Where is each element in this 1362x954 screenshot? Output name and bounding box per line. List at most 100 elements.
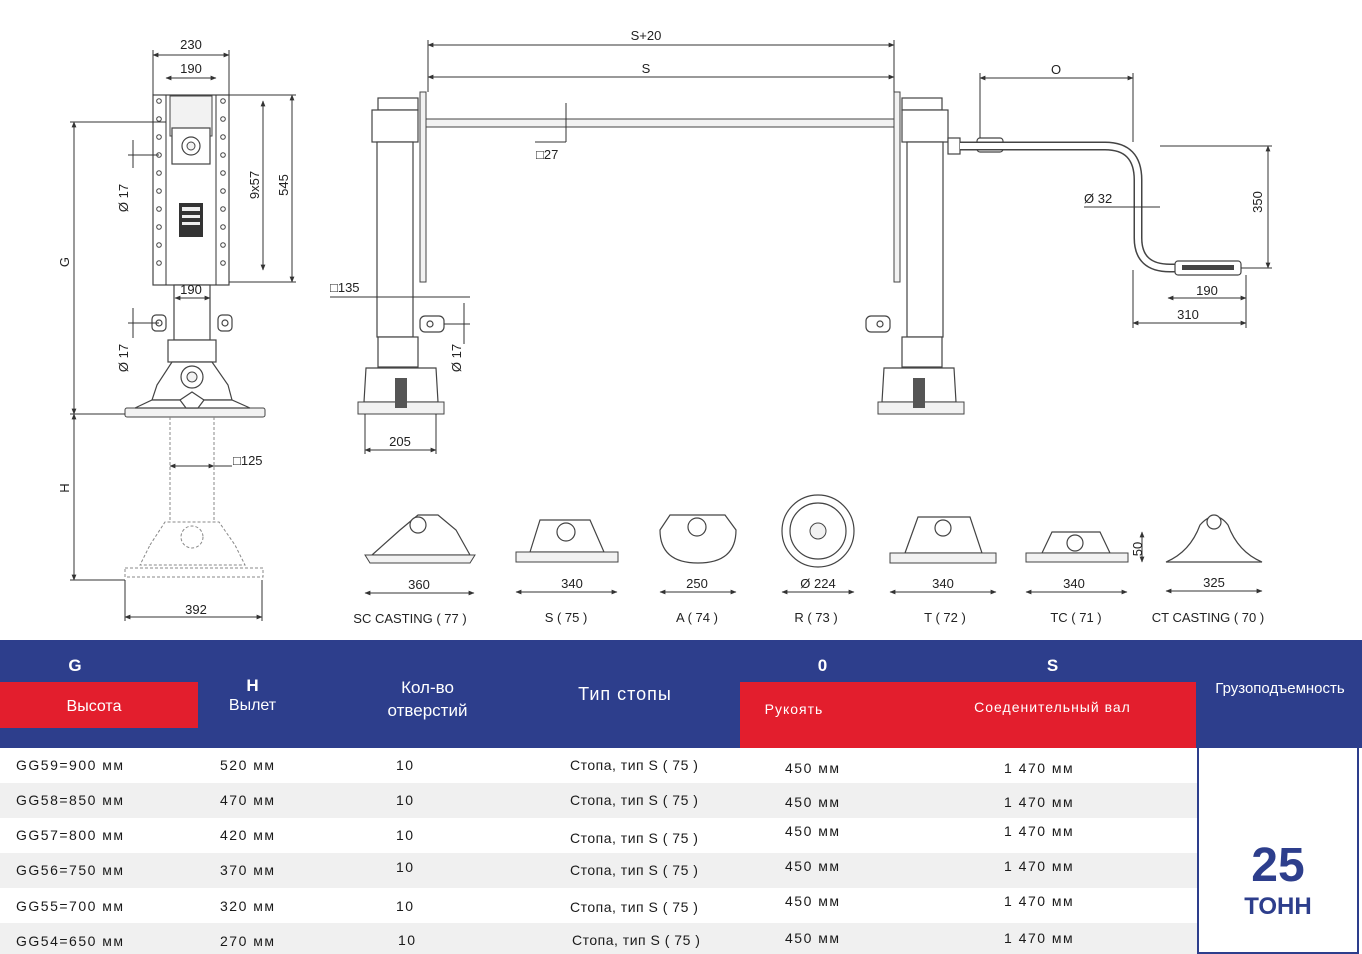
cell-g: GG59=900 мм [16, 757, 125, 773]
cell-holes: 10 [398, 932, 417, 948]
header-h-label: Вылет [228, 697, 277, 714]
header-o-letter: 0 [817, 656, 828, 675]
cell-s: 1 470 мм [1004, 794, 1075, 810]
cell-h: 270 мм [220, 933, 276, 949]
cell-h: 320 мм [220, 898, 276, 914]
table-row: GG56=750 мм 370 мм 10 Стопа, тип S ( 75 … [0, 853, 1197, 888]
cell-g: GG57=800 мм [16, 827, 125, 843]
header-h-letter: H [246, 676, 259, 695]
foot-width: Ø 224 [800, 576, 835, 591]
cell-s: 1 470 мм [1004, 760, 1075, 776]
dim-190-mid: 190 [180, 282, 202, 297]
foot-t: 340 T ( 72 ) [889, 516, 997, 625]
foot-width: 340 [1063, 576, 1085, 591]
cell-h: 470 мм [220, 792, 276, 808]
header-holes: Кол-во отверстий [387, 678, 468, 720]
side-view: 230 190 9x57 545 G Ø 17 190 Ø 17 H □125 … [57, 37, 296, 621]
cell-foot: Стопа, тип S ( 75 ) [570, 792, 699, 808]
foot-label: TC ( 71 ) [1050, 610, 1101, 625]
dim-27: □27 [536, 147, 558, 162]
table-row: GG59=900 мм 520 мм 10 Стопа, тип S ( 75 … [0, 748, 1197, 783]
cell-foot: Стопа, тип S ( 75 ) [570, 757, 699, 773]
foot-width: 340 [932, 576, 954, 591]
cell-s: 1 470 мм [1004, 858, 1075, 874]
foot-width: 360 [408, 577, 430, 592]
header-capacity: Грузоподъемность [1215, 680, 1345, 697]
cell-holes: 10 [396, 859, 415, 875]
cell-o: 450 мм [785, 760, 841, 776]
dim-205: 205 [389, 434, 411, 449]
foot-height: 50 [1130, 542, 1145, 556]
foot-ct-casting: 325 CT CASTING ( 70 ) [1152, 514, 1264, 625]
foot-label: S ( 75 ) [545, 610, 588, 625]
foot-label: CT CASTING ( 70 ) [1152, 610, 1264, 625]
capacity-box: 25 ТОНН [1197, 748, 1359, 954]
cell-h: 370 мм [220, 862, 276, 878]
capacity-value: 25 [1251, 839, 1305, 892]
dim-17-upper: Ø 17 [116, 184, 131, 212]
header-o-label: Рукоять [764, 701, 824, 717]
foot-label: SC CASTING ( 77 ) [353, 611, 466, 626]
foot-s: 340 S ( 75 ) [515, 519, 619, 625]
foot-width: 325 [1203, 575, 1225, 590]
cell-holes: 10 [396, 792, 415, 808]
dim-392: 392 [185, 602, 207, 617]
cell-g: GG58=850 мм [16, 792, 125, 808]
header-s-letter: S [1046, 656, 1059, 675]
dim-125: □125 [233, 453, 263, 468]
header-g-letter: G [68, 656, 82, 675]
dim-350: 350 [1250, 191, 1265, 213]
dim-17-front: Ø 17 [449, 344, 464, 372]
cell-s: 1 470 мм [1004, 930, 1075, 946]
table-row: GG58=850 мм 470 мм 10 Стопа, тип S ( 75 … [0, 783, 1197, 818]
foot-label: T ( 72 ) [924, 610, 966, 625]
cell-h: 520 мм [220, 757, 276, 773]
foot-r: Ø 224 R ( 73 ) [781, 494, 855, 625]
foot-sc-casting: 360 SC CASTING ( 77 ) [353, 514, 476, 626]
cell-s: 1 470 мм [1004, 893, 1075, 909]
cell-h: 420 мм [220, 827, 276, 843]
table-row: GG54=650 мм 270 мм 10 Стопа, тип S ( 75 … [0, 923, 1197, 954]
dim-32: Ø 32 [1084, 191, 1112, 206]
spec-table: G Высота H Вылет Кол-во отверстий Тип ст… [0, 640, 1362, 954]
cell-holes: 10 [396, 757, 415, 773]
header-g-label: Высота [66, 698, 122, 715]
cell-holes: 10 [396, 827, 415, 843]
cell-g: GG55=700 мм [16, 898, 125, 914]
capacity-unit: ТОНН [1244, 893, 1312, 920]
cell-o: 450 мм [785, 794, 841, 810]
cell-g: GG54=650 мм [16, 933, 125, 949]
cell-o: 450 мм [785, 858, 841, 874]
foot-types: 360 SC CASTING ( 77 ) 340 S ( 75 ) 250 A… [353, 494, 1264, 626]
cell-g: GG56=750 мм [16, 862, 125, 878]
foot-label: A ( 74 ) [676, 610, 718, 625]
cell-s: 1 470 мм [1004, 823, 1075, 839]
dim-o: O [1051, 62, 1061, 77]
dim-h: H [57, 483, 72, 492]
dim-310: 310 [1177, 307, 1199, 322]
dim-190-handle: 190 [1196, 283, 1218, 298]
dim-s: S [642, 61, 651, 76]
cell-holes: 10 [396, 898, 415, 914]
header-os-band [740, 682, 1196, 748]
front-view: S+20 S □27 □135 Ø 17 205 O Ø 32 350 190 … [330, 28, 1272, 454]
foot-width: 250 [686, 576, 708, 591]
header-g-band [0, 682, 198, 728]
cell-foot: Стопа, тип S ( 75 ) [570, 830, 699, 846]
foot-width: 340 [561, 576, 583, 591]
dim-190-top: 190 [180, 61, 202, 76]
dim-s-plus-20: S+20 [631, 28, 662, 43]
dim-17-lower: Ø 17 [116, 344, 131, 372]
dim-g: G [57, 257, 72, 267]
cell-foot: Стопа, тип S ( 75 ) [570, 862, 699, 878]
foot-tc: 50 340 TC ( 71 ) [1025, 531, 1145, 625]
cell-o: 450 мм [785, 823, 841, 839]
cell-foot: Стопа, тип S ( 75 ) [572, 932, 701, 948]
table-row: GG55=700 мм 320 мм 10 Стопа, тип S ( 75 … [0, 888, 1197, 923]
foot-label: R ( 73 ) [794, 610, 837, 625]
cell-o: 450 мм [785, 893, 841, 909]
dim-135: □135 [330, 280, 360, 295]
cell-foot: Стопа, тип S ( 75 ) [570, 899, 699, 915]
technical-drawing: 230 190 9x57 545 G Ø 17 190 Ø 17 H □125 … [57, 28, 1272, 626]
header-foot-type: Тип стопы [578, 684, 672, 704]
